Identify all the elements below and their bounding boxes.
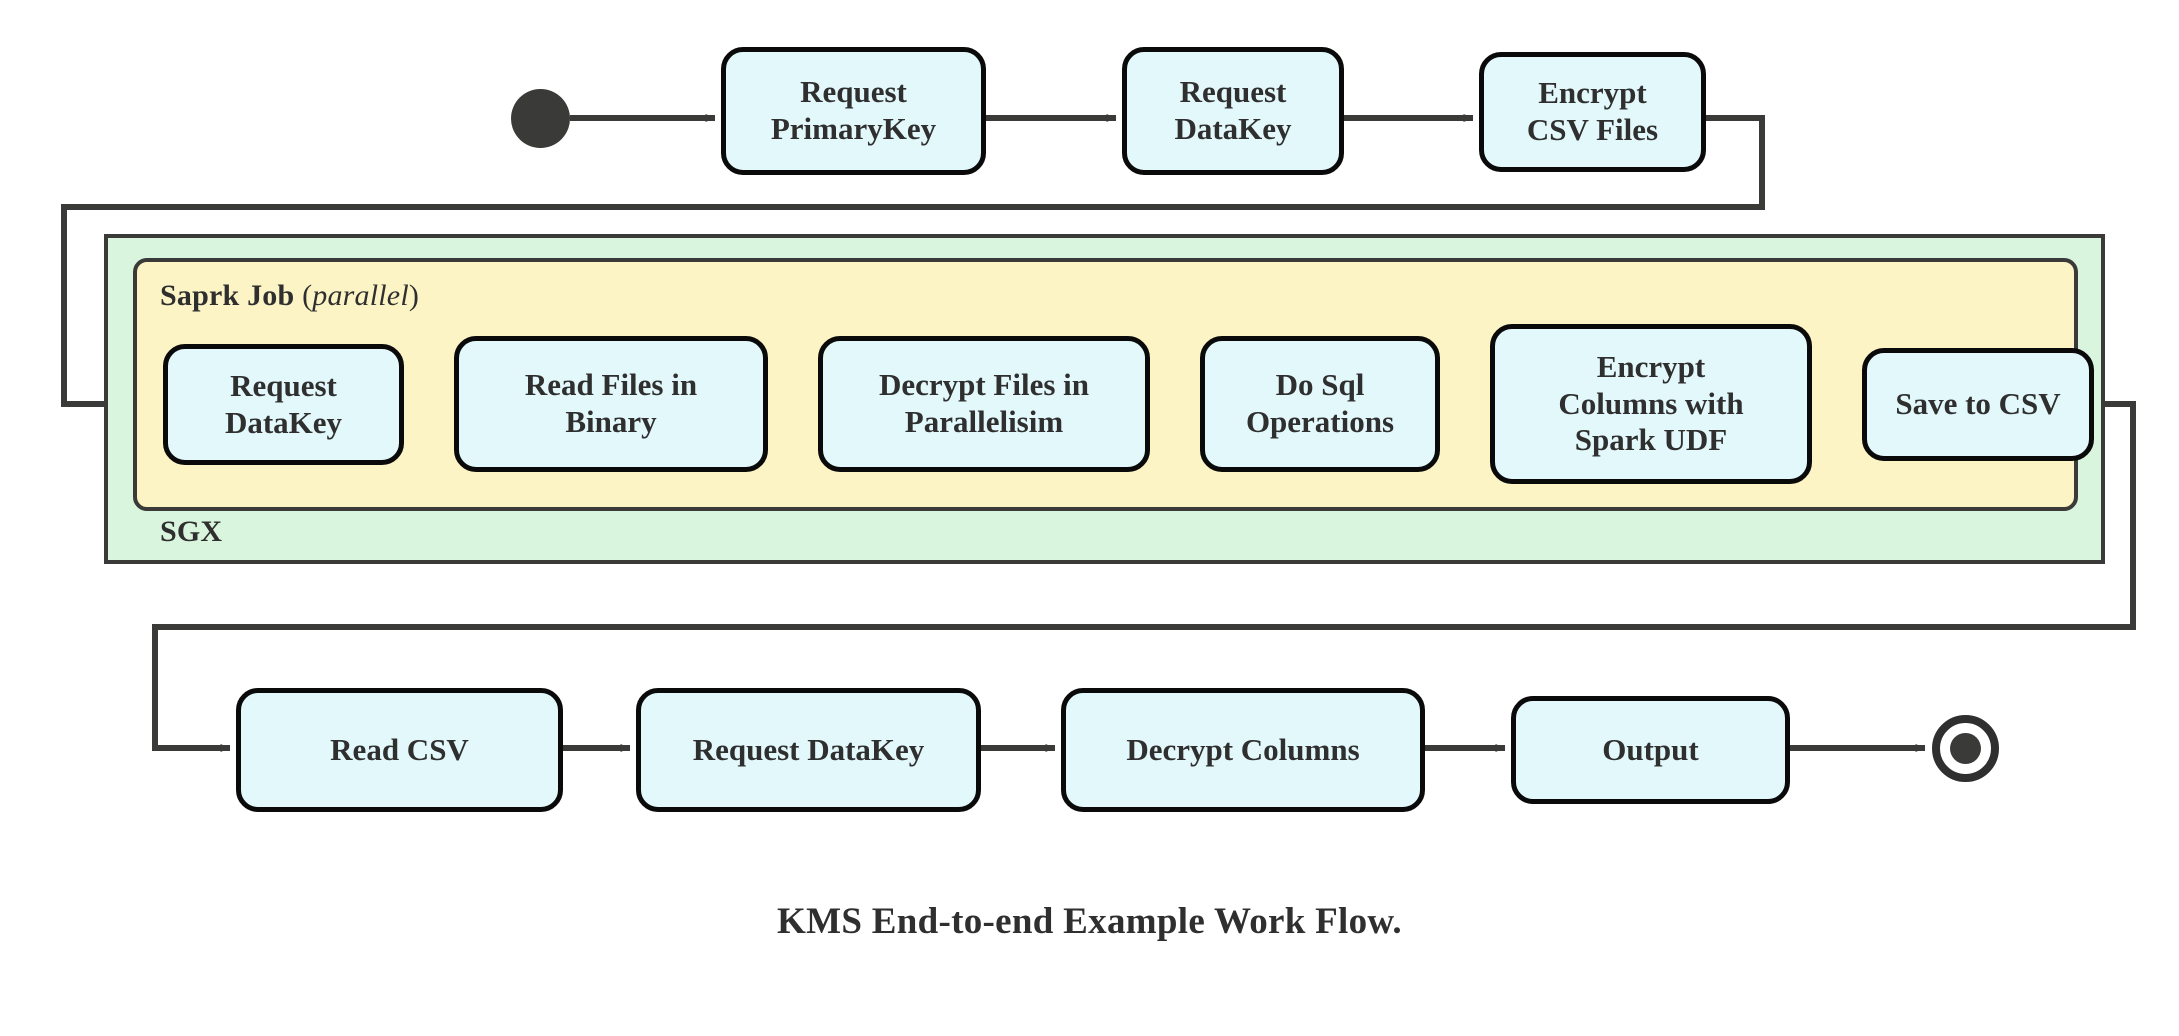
node-label-line: Parallelisim (904, 404, 1064, 439)
node-label-line: PrimaryKey (770, 111, 937, 146)
spark-label-paren-open: ( (302, 279, 313, 312)
spark-label-bold: Saprk Job (160, 279, 295, 312)
node-label-line: Read CSV (330, 731, 469, 767)
node-label-line: Request DataKey (692, 731, 925, 767)
node-label-line: Request (800, 74, 907, 110)
node-output[interactable]: Output (1511, 696, 1790, 804)
node-label-line: Columns with (1558, 385, 1744, 421)
node-label-line: Do Sql (1275, 367, 1365, 403)
start-node (511, 89, 570, 148)
sgx-label-text: SGX (160, 515, 223, 548)
diagram-caption: KMS End-to-end Example Work Flow. (0, 900, 2179, 943)
node-encrypt-columns-with-spark-udf[interactable]: Encrypt Columns with Spark UDF (1490, 324, 1812, 484)
end-node-inner-dot (1950, 733, 1981, 764)
node-label-line: DataKey (224, 404, 343, 440)
node-save-to-csv[interactable]: Save to CSV (1862, 348, 2094, 461)
diagram-caption-text: KMS End-to-end Example Work Flow. (777, 901, 1402, 942)
node-label-line: Spark UDF (1574, 422, 1728, 458)
end-node (1932, 715, 1999, 782)
spark-label-paren-close: ) (408, 279, 420, 312)
node-request-datakey-spark[interactable]: Request DataKey (163, 344, 404, 465)
sgx-container-label: SGX (160, 515, 222, 549)
node-request-datakey-top[interactable]: Request DataKey (1122, 47, 1344, 175)
node-label-line: Save to CSV (1895, 386, 2061, 422)
spark-job-container-label: Saprk Job (parallel) (160, 279, 419, 313)
node-label-line: CSV Files (1526, 112, 1659, 147)
node-decrypt-columns[interactable]: Decrypt Columns (1061, 688, 1425, 812)
node-label-line: DataKey (1174, 111, 1292, 146)
node-label-line: Output (1602, 731, 1699, 767)
node-encrypt-csv-files[interactable]: Encrypt CSV Files (1479, 52, 1706, 172)
node-label-line: Decrypt Columns (1126, 731, 1360, 767)
node-label-line: Request (1179, 74, 1287, 110)
node-label-line: Decrypt Files in (878, 367, 1090, 403)
node-decrypt-files-in-parallelisim[interactable]: Decrypt Files in Parallelisim (818, 336, 1150, 472)
node-label-line: Binary (565, 404, 657, 439)
node-label-line: Encrypt (1538, 75, 1647, 111)
node-read-csv[interactable]: Read CSV (236, 688, 563, 812)
node-label-line: Read Files in (524, 367, 698, 403)
spark-label-italic: parallel (312, 279, 409, 312)
node-label-line: Request (230, 367, 337, 403)
node-label-line: Operations (1245, 404, 1395, 439)
node-request-datakey-bottom[interactable]: Request DataKey (636, 688, 981, 812)
node-label-line: Encrypt (1596, 349, 1706, 385)
node-request-primarykey[interactable]: Request PrimaryKey (721, 47, 986, 175)
node-read-files-in-binary[interactable]: Read Files in Binary (454, 336, 768, 472)
node-do-sql-operations[interactable]: Do Sql Operations (1200, 336, 1440, 472)
